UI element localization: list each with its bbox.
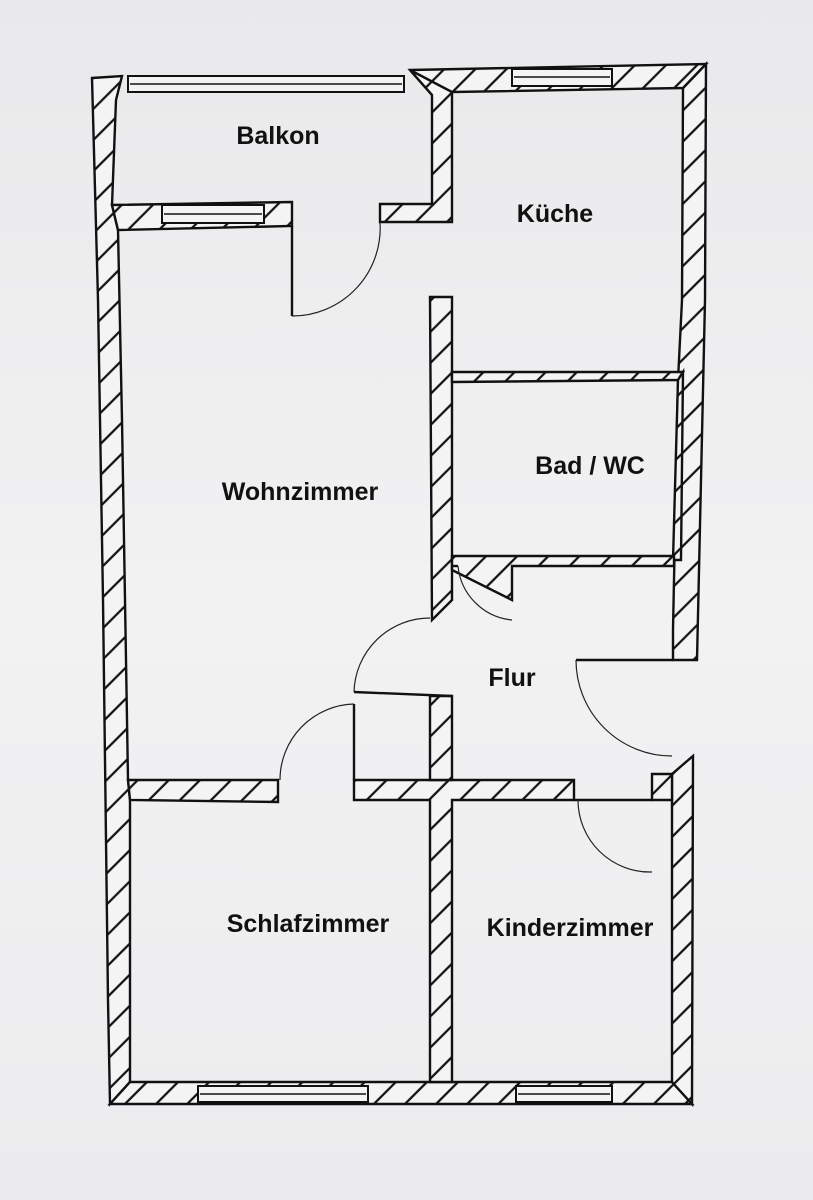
door-wohnzimmer bbox=[353, 617, 453, 698]
east-wall-lower bbox=[670, 753, 695, 1108]
interior-walls bbox=[126, 68, 686, 1084]
wall-kinderzimmer-door-jamb bbox=[650, 772, 674, 802]
door-east-flur bbox=[575, 658, 673, 757]
label-flur: Flur bbox=[488, 664, 535, 692]
door-balkon bbox=[290, 221, 381, 317]
doors bbox=[279, 221, 673, 873]
window-balkon bbox=[127, 75, 405, 93]
wall-wohnzimmer-bad bbox=[428, 295, 454, 623]
label-kinderzimmer: Kinderzimmer bbox=[487, 914, 654, 942]
label-schlafzimmer: Schlafzimmer bbox=[227, 910, 390, 938]
wall-wohnzimmer-schlafzimmer bbox=[126, 778, 280, 804]
wall-kueche-bad bbox=[450, 370, 686, 384]
door-kinderzimmer bbox=[574, 798, 653, 873]
label-wohnzimmer: Wohnzimmer bbox=[222, 478, 379, 506]
window-schlafzimmer bbox=[197, 1085, 369, 1103]
window-kueche bbox=[511, 68, 613, 87]
wall-flur-stub bbox=[428, 694, 454, 782]
windows bbox=[110, 68, 613, 1103]
label-bad-wc: Bad / WC bbox=[535, 452, 645, 480]
window-kinderzimmer bbox=[515, 1085, 613, 1103]
wall-bad-east bbox=[671, 367, 685, 562]
door-schlafzimmer bbox=[279, 703, 356, 781]
door-bad bbox=[452, 564, 513, 621]
window-wohnzimmer bbox=[110, 200, 294, 232]
wall-schlafzimmer-flur bbox=[352, 778, 576, 1084]
label-balkon: Balkon bbox=[236, 122, 319, 150]
east-wall-upper bbox=[671, 61, 708, 662]
label-kueche: Küche bbox=[517, 200, 594, 228]
wall-balkon-kueche bbox=[378, 68, 454, 224]
wall-bad-flur bbox=[450, 554, 676, 602]
room-labels: Balkon Küche Bad / WC Wohnzimmer Flur Sc… bbox=[222, 122, 654, 942]
